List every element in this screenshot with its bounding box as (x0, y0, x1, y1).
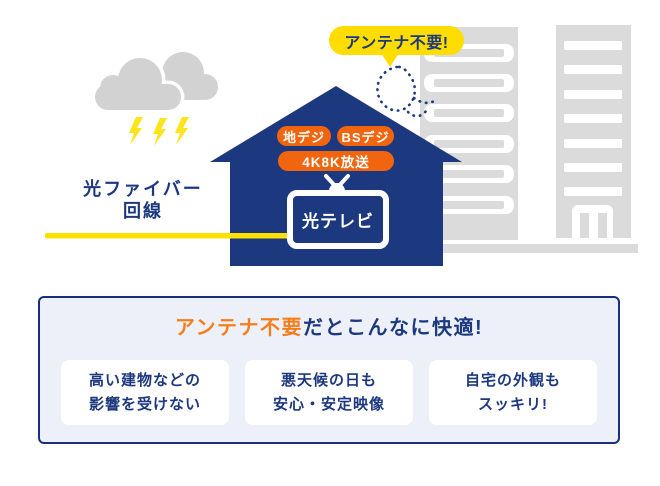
building-right-icon (556, 25, 631, 238)
ground-line (438, 244, 638, 253)
badge-chideji-label: 地デジ (282, 129, 325, 145)
no-antenna-dotted-icon (376, 65, 438, 118)
callout-bubble: アンテナ不要! (329, 26, 464, 55)
fiber-line (45, 233, 289, 239)
benefit-card-line: 安心・安定映像 (272, 395, 385, 413)
badge-bsdeji-label: BSデジ (341, 129, 390, 145)
benefit-card-line: スッキリ! (478, 395, 548, 413)
benefit-card-line: 悪天候の日も (280, 371, 377, 389)
benefit-card-exterior: 自宅の外観も スッキリ! (429, 360, 597, 425)
tv-antenna-icon (324, 174, 350, 191)
benefit-cards-row: 高い建物などの 影響を受けない 悪天候の日も 安心・安定映像 自宅の外観も スッ… (40, 360, 618, 425)
benefit-card-buildings: 高い建物などの 影響を受けない (61, 360, 229, 425)
house-roof (210, 86, 462, 162)
lightning-icon (129, 117, 189, 146)
illustration-canvas (45, 25, 638, 266)
benefits-panel: アンテナ不要だとこんなに快適! 高い建物などの 影響を受けない 悪天候の日も 安… (38, 296, 620, 444)
callout-label: アンテナ不要! (344, 34, 449, 52)
badge-4k8k-label: 4K8K放送 (302, 155, 370, 170)
badge-chideji: 地デジ (277, 126, 331, 146)
benefit-card-line: 自宅の外観も (464, 371, 561, 389)
fiber-label-line2: 回線 (123, 201, 163, 221)
benefit-card-line: 高い建物などの (88, 371, 201, 389)
storm-clouds-icon (91, 52, 218, 114)
tv-set: 光テレビ (287, 190, 389, 249)
badge-4k8k: 4K8K放送 (278, 151, 394, 171)
tv-label: 光テレビ (302, 212, 374, 231)
benefits-title-rest: だとこんなに快適! (303, 317, 484, 339)
house-icon (210, 86, 462, 266)
callout-tail (381, 53, 399, 67)
fiber-label-line1: 光ファイバー (83, 179, 203, 199)
fiber-line-label: 光ファイバー 回線 (70, 178, 216, 222)
building-left-icon (420, 27, 518, 240)
badge-bsdeji: BSデジ (337, 126, 394, 146)
benefit-card-weather: 悪天候の日も 安心・安定映像 (245, 360, 413, 425)
benefits-title-highlight: アンテナ不要 (174, 317, 304, 339)
benefits-title: アンテナ不要だとこんなに快適! (40, 311, 618, 340)
benefit-card-line: 影響を受けない (88, 395, 201, 413)
